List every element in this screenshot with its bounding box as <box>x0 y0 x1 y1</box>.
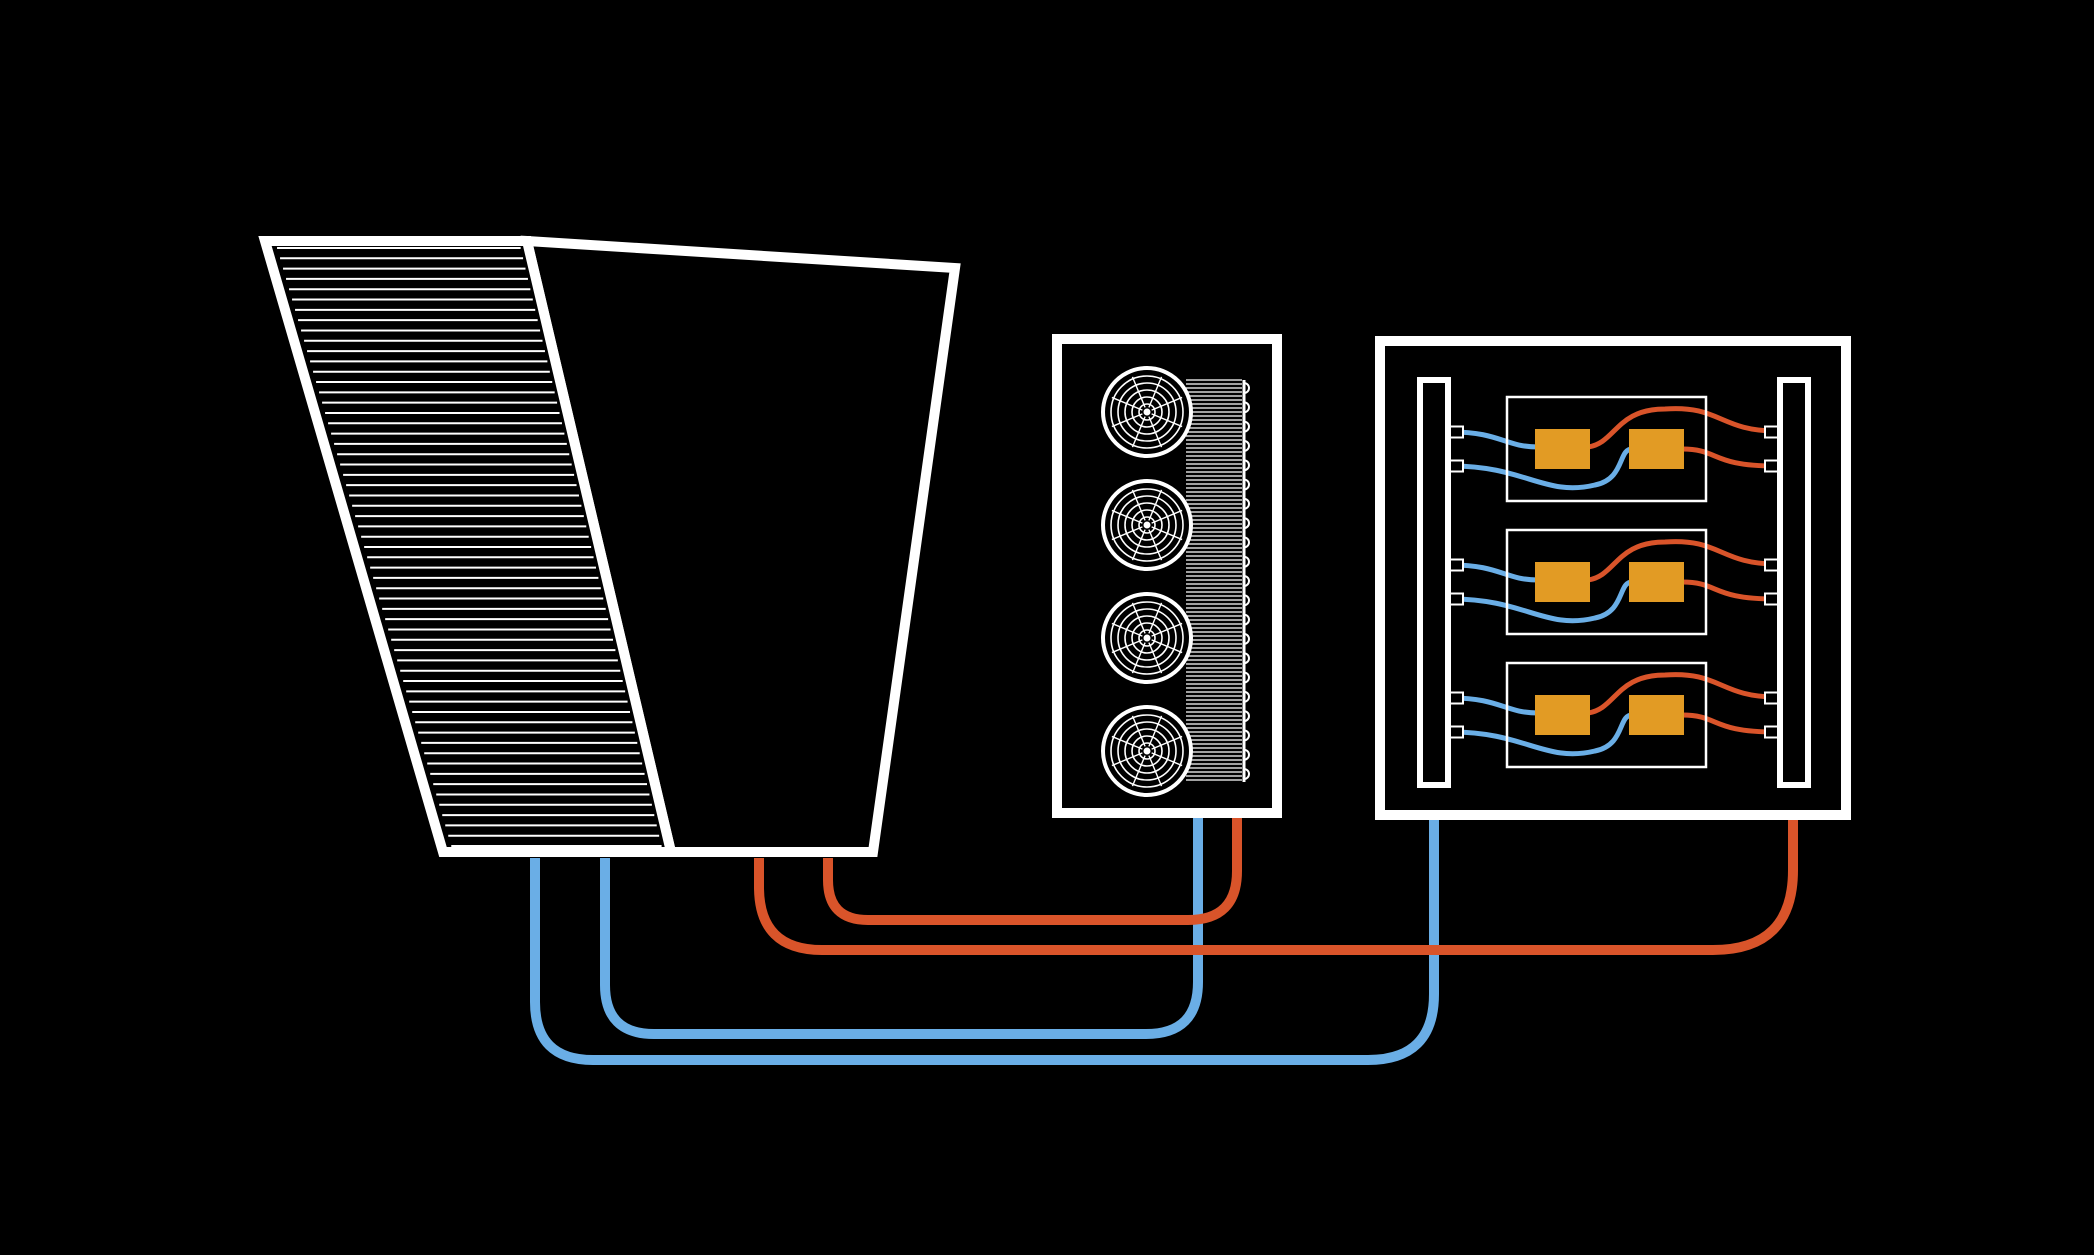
cold-pipe-tower-to-rack <box>530 784 1439 1065</box>
processor-chip <box>1535 562 1590 602</box>
hot-connector <box>1764 558 1779 572</box>
server-module-outline <box>1505 528 1708 636</box>
hot-connector <box>1764 691 1779 705</box>
cold-manifold <box>1417 377 1451 788</box>
cold-connector <box>1449 459 1464 473</box>
coil-bend <box>1243 478 1250 491</box>
server-module-outline <box>1505 661 1708 769</box>
hot-connector <box>1764 725 1779 739</box>
fan-icon <box>1101 705 1193 797</box>
coil-bend <box>1243 594 1250 607</box>
cooling-tower-fill-lines <box>277 247 662 847</box>
processor-chip <box>1535 695 1590 735</box>
server-module-outline <box>1505 395 1708 503</box>
coolant-out-line <box>1587 406 1777 450</box>
server-module <box>1449 661 1779 769</box>
coolant-out-line <box>1681 446 1777 469</box>
server-module <box>1449 395 1779 503</box>
cold-connector <box>1449 558 1464 572</box>
coil-bend <box>1243 575 1250 587</box>
server-rack <box>1375 336 1851 820</box>
coil-bend <box>1243 536 1250 549</box>
cold-connector <box>1449 725 1464 739</box>
processor-chip <box>1629 429 1684 469</box>
coil-bend <box>1243 459 1250 472</box>
fan-icon <box>1101 479 1193 571</box>
coolant-in-line <box>1451 446 1633 491</box>
coil-bend <box>1243 497 1250 510</box>
coolant-in-line <box>1451 579 1633 624</box>
hot-pipe-exchanger-to-tower <box>823 784 1242 925</box>
coil-bend <box>1243 632 1250 645</box>
coolant-in-line <box>1451 429 1539 450</box>
coil-bend <box>1243 613 1250 626</box>
coolant-out-line <box>1681 712 1777 735</box>
cold-connector <box>1449 425 1464 439</box>
hot-manifold <box>1777 377 1811 788</box>
coil-bend <box>1243 690 1250 703</box>
heat-exchanger <box>1052 334 1282 818</box>
cooling-tower <box>258 235 961 857</box>
heat-exchanger-coil-bends <box>1242 380 1250 782</box>
coil-bend <box>1243 382 1250 394</box>
coil-bend <box>1243 439 1250 452</box>
processor-chip <box>1535 429 1590 469</box>
coolant-out-line <box>1587 672 1777 716</box>
coolant-in-line <box>1451 562 1539 583</box>
coolant-out-line <box>1681 579 1777 602</box>
coil-bend <box>1243 748 1250 761</box>
coil-bend <box>1243 555 1250 568</box>
coil-bend <box>1243 517 1250 530</box>
coil-bend <box>1243 652 1250 665</box>
processor-chip <box>1629 562 1684 602</box>
coolant-in-line <box>1451 712 1633 757</box>
cold-connector <box>1449 592 1464 606</box>
server-module <box>1449 528 1779 636</box>
coil-bend <box>1243 768 1250 780</box>
processor-chip <box>1629 695 1684 735</box>
hot-connector <box>1764 459 1779 473</box>
cold-pipe-tower-to-exchanger <box>600 784 1203 1039</box>
fan-icon <box>1101 592 1193 684</box>
coolant-in-line <box>1451 695 1539 716</box>
hot-pipe-rack-to-tower <box>754 784 1798 955</box>
coil-bend <box>1243 729 1250 742</box>
coil-bend <box>1243 401 1250 414</box>
heat-exchanger-coil-fins <box>1186 379 1242 781</box>
hot-connector <box>1764 425 1779 439</box>
cold-connector <box>1449 691 1464 705</box>
coil-bend <box>1243 671 1250 684</box>
hot-connector <box>1764 592 1779 606</box>
coil-bend <box>1243 420 1250 433</box>
fan-icon <box>1101 366 1193 458</box>
coil-bend <box>1243 710 1250 723</box>
coolant-out-line <box>1587 539 1777 583</box>
